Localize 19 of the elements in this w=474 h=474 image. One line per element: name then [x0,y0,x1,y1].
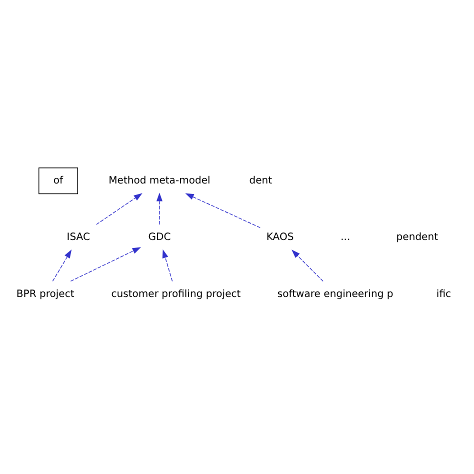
node-text: BPR project [16,288,74,300]
arrow [185,192,261,228]
node-text: customer profiling project [111,288,241,300]
arrow [156,192,162,224]
node-text: software engineering p [277,288,394,300]
label: dent [249,174,272,186]
node-text: Method meta-model [108,174,210,186]
arrow [292,249,324,282]
node-text: GDC [148,232,171,243]
label: pendent [396,232,438,243]
arrow [96,192,142,224]
node-box: of [38,167,78,194]
arrow [162,248,173,282]
label: ... [340,232,350,243]
arrow [52,249,72,282]
node-text: KAOS [266,232,294,243]
arrow [70,246,142,282]
node-text: ISAC [66,232,90,243]
label: ific [436,288,452,300]
